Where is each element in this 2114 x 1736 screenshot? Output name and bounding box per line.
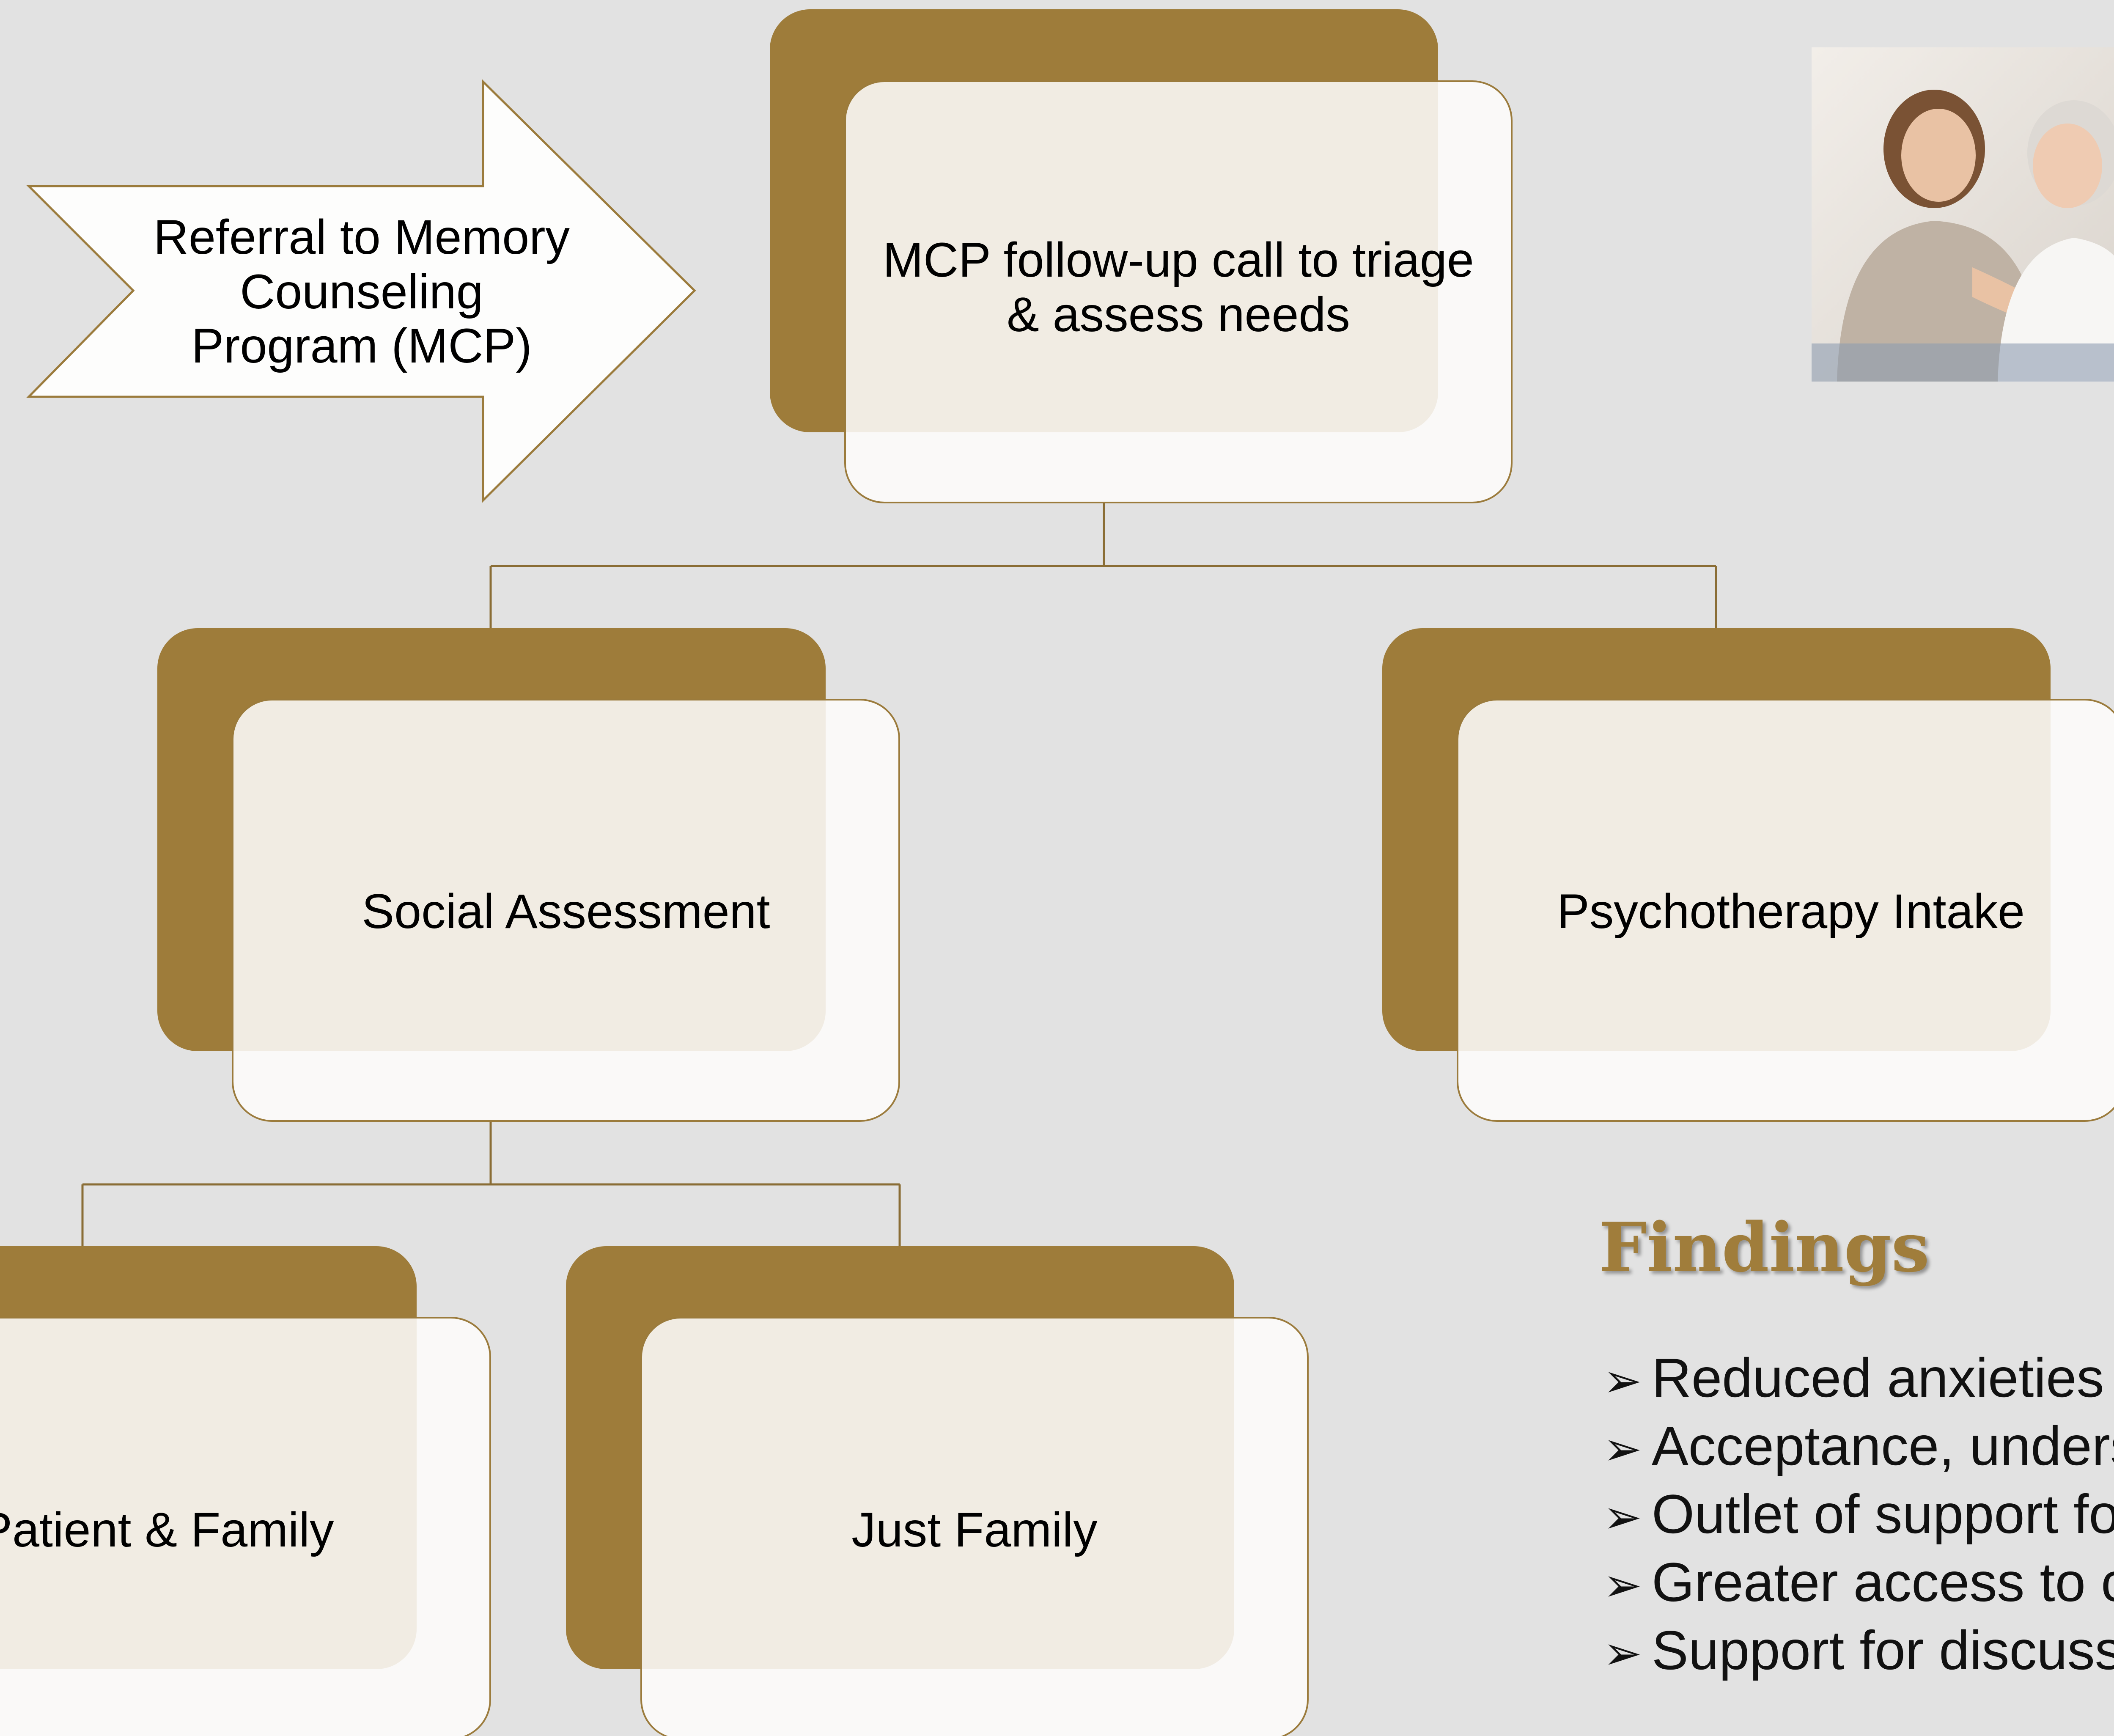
arrow-bullet-icon: ➢ xyxy=(1603,1490,1642,1544)
referral-arrow-shape xyxy=(26,79,696,503)
triage-line-1: MCP follow-up call to triage xyxy=(883,233,1474,288)
psychotherapy-intake-node xyxy=(1457,699,2114,1122)
triage-node xyxy=(844,80,1513,503)
findings-title: Findings xyxy=(1599,1208,1930,1287)
findings-item: ➢Support for discuss xyxy=(1603,1618,2114,1686)
patient-family-node xyxy=(0,1317,491,1736)
findings-item: ➢Acceptance, unders xyxy=(1603,1413,2114,1481)
psychotherapy-intake-label: Psychotherapy Intake xyxy=(1557,884,2025,939)
findings-item-text: Outlet of support fo xyxy=(1652,1483,2114,1545)
just-family-label: Just Family xyxy=(851,1503,1098,1557)
caregiver-photo-icon xyxy=(1812,47,2114,382)
referral-line-2: Counseling xyxy=(240,264,483,319)
just-family-node xyxy=(640,1317,1309,1736)
arrow-bullet-icon: ➢ xyxy=(1603,1626,1642,1680)
findings-item: ➢Greater access to c xyxy=(1603,1549,2114,1618)
referral-arrow-label: Referral to Memory Counseling Program (M… xyxy=(127,203,596,381)
social-assessment-node xyxy=(232,699,900,1122)
referral-line-1: Referral to Memory xyxy=(153,210,570,264)
triage-node-label: MCP follow-up call to triage & assess ne… xyxy=(844,182,1513,393)
triage-line-2: & assess needs xyxy=(1007,288,1350,342)
findings-item-text: Reduced anxieties xyxy=(1652,1347,2104,1409)
findings-list: ➢Reduced anxieties ➢Acceptance, unders ➢… xyxy=(1603,1345,2114,1686)
social-assessment-label: Social Assessment xyxy=(362,884,770,939)
findings-item-text: Greater access to c xyxy=(1652,1551,2114,1613)
arrow-bullet-icon: ➢ xyxy=(1603,1354,1642,1408)
patient-family-label: Patient & Family xyxy=(0,1503,334,1557)
findings-item-text: Support for discuss xyxy=(1652,1619,2114,1681)
arrow-bullet-icon: ➢ xyxy=(1603,1422,1642,1476)
referral-line-3: Program (MCP) xyxy=(191,319,532,374)
findings-item: ➢Reduced anxieties xyxy=(1603,1345,2114,1413)
findings-item-text: Acceptance, unders xyxy=(1652,1415,2114,1477)
findings-item: ➢Outlet of support fo xyxy=(1603,1481,2114,1549)
arrow-bullet-icon: ➢ xyxy=(1603,1558,1642,1612)
